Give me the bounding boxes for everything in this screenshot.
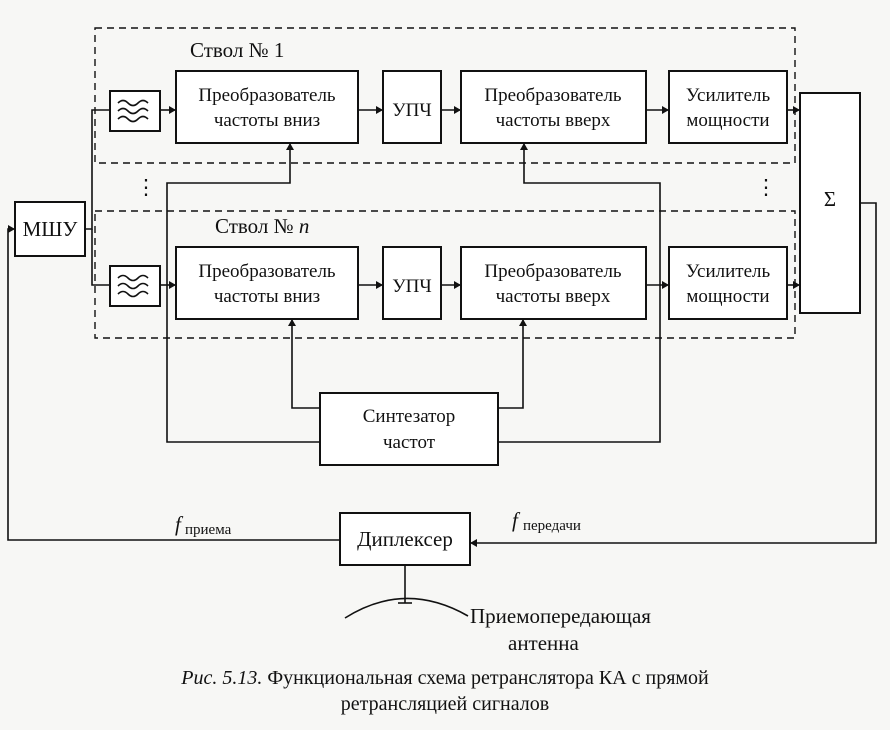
downconverter-n-label-line1: Преобразователь	[198, 261, 336, 282]
antenna-label-line2: антенна	[508, 631, 580, 655]
wire-synth-to-downconv1	[166, 143, 320, 443]
f-transmit-subscript: передачи	[523, 518, 581, 534]
channels-ellipsis-left: ⋮	[136, 175, 157, 199]
figure-caption-line2: ретрансляцией сигналов	[341, 693, 549, 715]
downconverter-1-block	[175, 70, 359, 144]
downconverter-1-label-line1: Преобразователь	[198, 85, 336, 106]
lna-label: МШУ	[23, 217, 78, 241]
synthesizer-label-line2: частот	[383, 432, 436, 453]
channel-1-label: Ствол № 1	[190, 38, 284, 62]
synthesizer-label-line1: Синтезатор	[363, 406, 455, 427]
power-amplifier-n-label-line1: Усилитель	[686, 261, 771, 282]
if-amplifier-1-block	[382, 70, 442, 144]
downconverter-n-label-line2: частоты вниз	[214, 286, 320, 307]
if-amplifier-n-block	[382, 246, 442, 320]
channel-n-group	[94, 210, 796, 339]
upconverter-1-label-line1: Преобразователь	[484, 85, 622, 106]
bandpass-filter-1	[109, 90, 161, 132]
f-receive-label: f	[175, 512, 184, 536]
wire-lna-to-filter-n	[91, 229, 110, 286]
upconverter-1-block	[460, 70, 647, 144]
frequency-synthesizer-block	[319, 392, 499, 466]
f-transmit-label: f	[512, 508, 521, 532]
power-amplifier-n-label-line2: мощности	[686, 286, 769, 307]
channels-ellipsis-right: ⋮	[756, 175, 777, 199]
filter-wave-icon	[117, 99, 149, 123]
channel-n-label: Ствол № n	[215, 214, 309, 238]
wire-synth-to-upconv1	[498, 143, 661, 443]
figure-caption-line1: Рис. 5.13. Функциональная схема ретрансл…	[180, 667, 709, 689]
upconverter-n-label-line2: частоты вверх	[496, 286, 611, 307]
antenna-label-line1: Приемопередающая	[470, 604, 651, 628]
wire-summer-to-diplexer	[470, 202, 877, 544]
upconverter-1-label-line2: частоты вверх	[496, 110, 611, 131]
power-amplifier-n-block	[668, 246, 788, 320]
channel-1-group	[94, 27, 796, 164]
if-amplifier-n-label: УПЧ	[392, 276, 432, 297]
upconverter-n-label-line1: Преобразователь	[484, 261, 622, 282]
bandpass-filter-n	[109, 265, 161, 307]
upconverter-n-block	[460, 246, 647, 320]
summer-block	[799, 92, 861, 314]
f-receive-subscript: приема	[185, 522, 232, 538]
filter-wave-icon	[117, 274, 149, 298]
diplexer-block	[339, 512, 471, 566]
diplexer-label: Диплексер	[357, 527, 453, 551]
summer-sigma-label: Σ	[824, 187, 836, 211]
wire-synth-to-downconvn	[291, 319, 320, 409]
if-amplifier-1-label: УПЧ	[392, 100, 432, 121]
power-amplifier-1-block	[668, 70, 788, 144]
power-amplifier-1-label-line2: мощности	[686, 110, 769, 131]
antenna-dish-icon	[344, 597, 469, 619]
downconverter-1-label-line2: частоты вниз	[214, 110, 320, 131]
power-amplifier-1-label-line1: Усилитель	[686, 85, 771, 106]
downconverter-n-block	[175, 246, 359, 320]
wire-lna-to-filter-1	[85, 109, 110, 230]
wire-synth-to-upconvn	[498, 319, 524, 409]
